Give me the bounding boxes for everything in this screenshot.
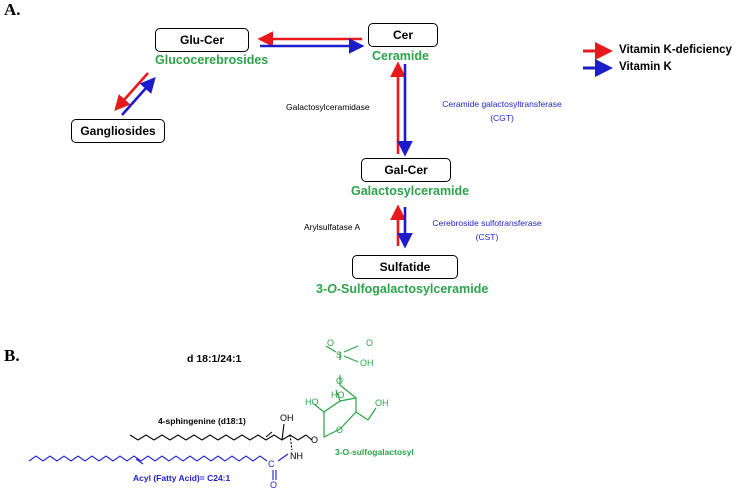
atom-c: C [268, 459, 275, 469]
atom-o-top-right: O [366, 338, 374, 348]
acyl-label: Acyl (Fatty Acid)= C24:1 [133, 473, 231, 483]
atom-ho-c2: HO [305, 397, 319, 407]
atom-oh-sulfate: OH [360, 358, 374, 368]
atom-oh-c6: OH [375, 398, 389, 408]
atom-o-top-left: O [327, 338, 335, 348]
enzyme-galactosylceramidase: Galactosylceramidase [286, 102, 370, 112]
enzyme-cst-abbrev: (CST) [475, 232, 499, 242]
atom-s: S [336, 350, 343, 360]
label-sulfogalactosylceramide: 3-O-Sulfogalactosylceramide [316, 282, 488, 296]
enzyme-arylsulfatase: Arylsulfatase A [304, 222, 361, 232]
label-galactosylceramide: Galactosylceramide [351, 184, 470, 198]
legend-deficiency-label: Vitamin K-deficiency [619, 44, 732, 56]
node-glu-cer: Glu-Cer [155, 28, 249, 52]
lipid-species-label: d 18:1/24:1 [187, 353, 242, 365]
atom-nh: NH [290, 451, 303, 461]
sphingosine-chain [129, 434, 307, 441]
atom-o-link: O [336, 376, 344, 386]
sulfogalactosyl-label: 3-O-sulfogalactosyl [335, 447, 414, 457]
enzyme-cst-name: Cerebroside sulfotransferase [432, 218, 542, 228]
node-gal-cer: Gal-Cer [361, 158, 451, 182]
atom-o-ring: O [336, 425, 344, 435]
enzyme-cgt: Ceramide galactosyltransferase (CGT) [414, 97, 590, 125]
legend-vitamin-k-label: Vitamin K [619, 61, 672, 73]
atom-oh-sphingo: OH [280, 413, 294, 423]
atom-o-carbonyl: O [270, 480, 278, 490]
panel-b-label: B. [4, 346, 20, 365]
arrow-gang-to-glucer-blue [121, 77, 156, 116]
panel-a-label: A. [4, 0, 21, 19]
label-glucocerebrosides: Glucocerebrosides [155, 53, 269, 67]
label-sulfo-suffix: -Sulfogalactosylceramide [336, 282, 489, 296]
atom-ho-c3: HO [331, 390, 345, 400]
enzyme-cst: Cerebroside sulfotransferase (CST) [412, 216, 562, 244]
node-cer: Cer [368, 23, 438, 47]
label-sulfo-prefix: 3- [316, 282, 328, 296]
node-gangliosides: Gangliosides [71, 119, 165, 143]
label-ceramide: Ceramide [372, 49, 429, 63]
atom-o-glycosidic: O [311, 435, 319, 445]
label-sulfo-italic: O [327, 282, 337, 296]
sphingenine-label: 4-sphingenine (d18:1) [158, 416, 246, 426]
enzyme-cgt-abbrev: (CGT) [490, 113, 514, 123]
acyl-chain [28, 455, 268, 462]
enzyme-cgt-name: Ceramide galactosyltransferase [442, 99, 562, 109]
node-sulfatide: Sulfatide [352, 255, 458, 279]
